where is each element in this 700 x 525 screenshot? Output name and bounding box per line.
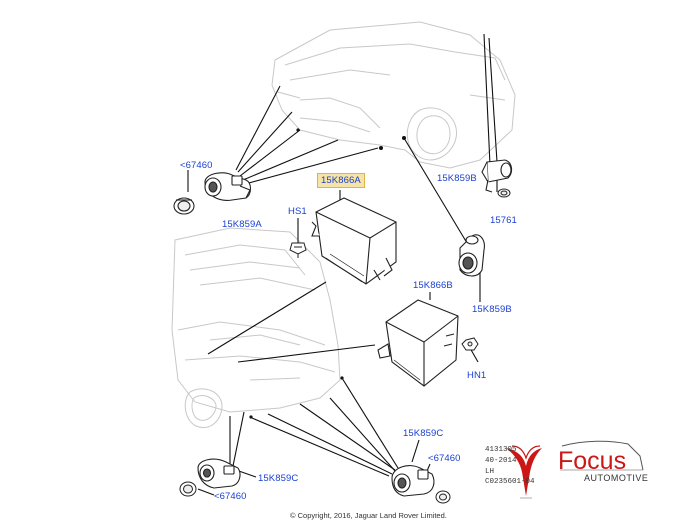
- callout-15K866B: 15K866B: [413, 280, 453, 291]
- meta-line-3: LH: [485, 468, 495, 476]
- focus-logo-icon: [506, 445, 542, 499]
- meta-line-2: 40-2014: [485, 457, 517, 465]
- clip-67460-top: [173, 197, 195, 215]
- callout-67460-top: <67460: [180, 160, 213, 171]
- clip-15761: [497, 188, 511, 198]
- nut-HN1: [461, 337, 479, 351]
- copyright-text: © Copyright, 2016, Jaguar Land Rover Lim…: [290, 511, 447, 520]
- focus-car-swoosh: [560, 440, 644, 471]
- sensor-15K859C-right: [391, 465, 435, 497]
- callout-67460-bl: <67460: [214, 491, 247, 502]
- callout-HN1: HN1: [467, 370, 487, 381]
- clip-67460-bl: [179, 481, 197, 497]
- screw-HS1: [289, 242, 307, 258]
- module-15K866B: [377, 299, 459, 387]
- callout-67460-br: <67460: [428, 453, 461, 464]
- callout-15761: 15761: [490, 215, 517, 226]
- module-15K866A: [311, 197, 397, 285]
- callout-15K859A: 15K859A: [222, 219, 262, 230]
- sensor-15K859B-lower: [458, 234, 485, 277]
- front-vehicle-outline: [271, 21, 516, 169]
- sensor-15K859C-left: [197, 458, 241, 489]
- brand-tagline: AUTOMOTIVE: [584, 473, 649, 483]
- callout-15K859B-lower: 15K859B: [472, 304, 512, 315]
- meta-line-4: C0235601-04: [485, 478, 535, 486]
- callout-15K859B: 15K859B: [437, 173, 477, 184]
- sensor-15K859A: [204, 172, 252, 201]
- meta-line-1: 4131305: [485, 446, 517, 454]
- callout-15K859C-right: 15K859C: [403, 428, 444, 439]
- callout-15K866A: 15K866A: [317, 173, 365, 188]
- sensor-15K859B-top: [481, 159, 513, 193]
- rear-vehicle-outline: [171, 227, 341, 428]
- leader-dots: [249, 128, 406, 419]
- clip-67460-br: [435, 490, 451, 504]
- brand-name: Focus: [558, 447, 627, 475]
- callout-HS1: HS1: [288, 206, 307, 217]
- callout-15K859C-left: 15K859C: [258, 473, 299, 484]
